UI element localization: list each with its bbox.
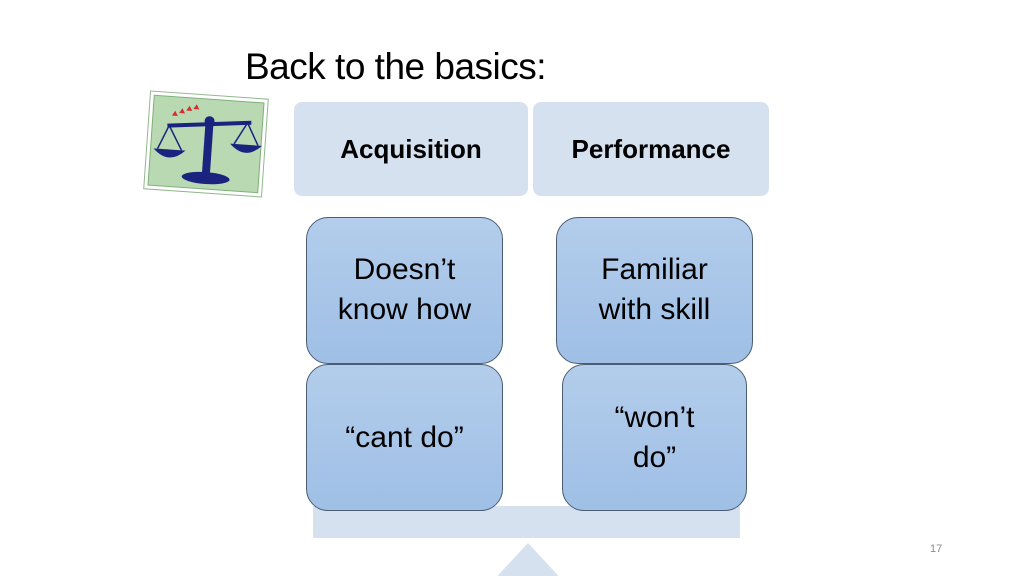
card-wont-do-label: “won’t do” bbox=[614, 400, 695, 474]
card-cant-do-label: “cant do” bbox=[345, 420, 464, 454]
performance-header-label: Performance bbox=[571, 133, 731, 164]
acquisition-header: Acquisition bbox=[294, 102, 528, 196]
card-doesnt-know-how: Doesn’t know how bbox=[306, 217, 503, 364]
balance-fulcrum bbox=[491, 543, 565, 576]
card-familiar-with-skill: Familiar with skill bbox=[556, 217, 753, 364]
card-cant-do: “cant do” bbox=[306, 364, 503, 511]
card-wont-do: “won’t do” bbox=[562, 364, 747, 511]
page-number: 17 bbox=[930, 543, 943, 555]
balance-scale-icon bbox=[143, 90, 269, 198]
card-doesnt-know-how-label: Doesn’t know how bbox=[337, 253, 472, 326]
performance-header: Performance bbox=[533, 102, 769, 196]
acquisition-header-label: Acquisition bbox=[340, 133, 482, 164]
balance-beam bbox=[313, 506, 740, 538]
card-familiar-with-skill-label: Familiar with skill bbox=[598, 253, 711, 326]
slide-title: Back to the basics: bbox=[245, 46, 547, 87]
